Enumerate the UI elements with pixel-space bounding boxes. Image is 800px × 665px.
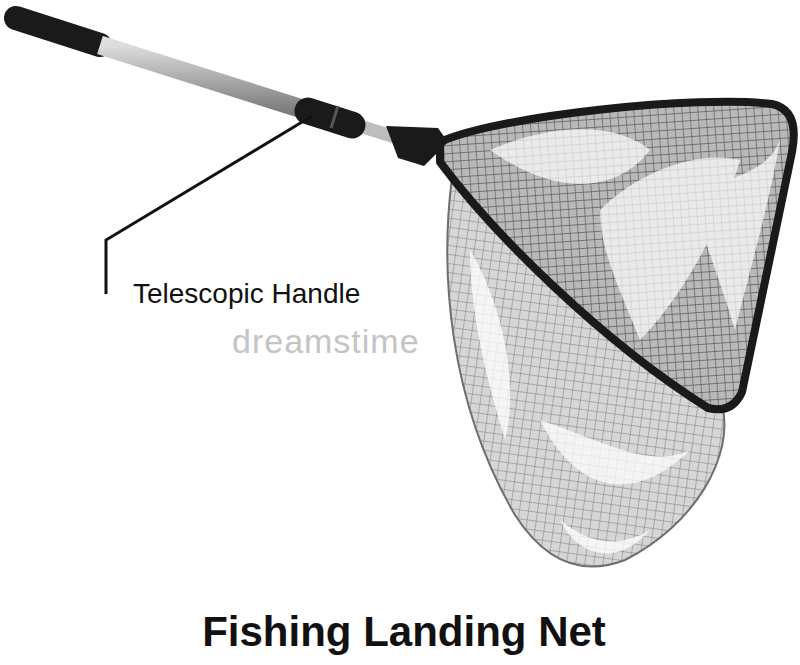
handle-grip	[16, 18, 100, 45]
diagram-title-box: Fishing Landing Net	[4, 608, 800, 656]
watermark-box: dreamstime	[232, 322, 420, 361]
net-hoop	[440, 102, 794, 409]
mesh-folds	[490, 129, 780, 340]
hoop-yoke	[386, 126, 448, 166]
part-label-box: Telescopic Handle	[133, 278, 360, 310]
handle-tube-shade	[100, 45, 312, 112]
leader-line	[106, 116, 312, 294]
watermark: dreamstime	[232, 322, 420, 360]
diagram-title: Fishing Landing Net	[202, 608, 606, 655]
telescopic-collar	[308, 111, 352, 125]
collar-ring	[331, 106, 338, 128]
handle-tube	[100, 45, 312, 112]
part-label: Telescopic Handle	[133, 278, 360, 309]
